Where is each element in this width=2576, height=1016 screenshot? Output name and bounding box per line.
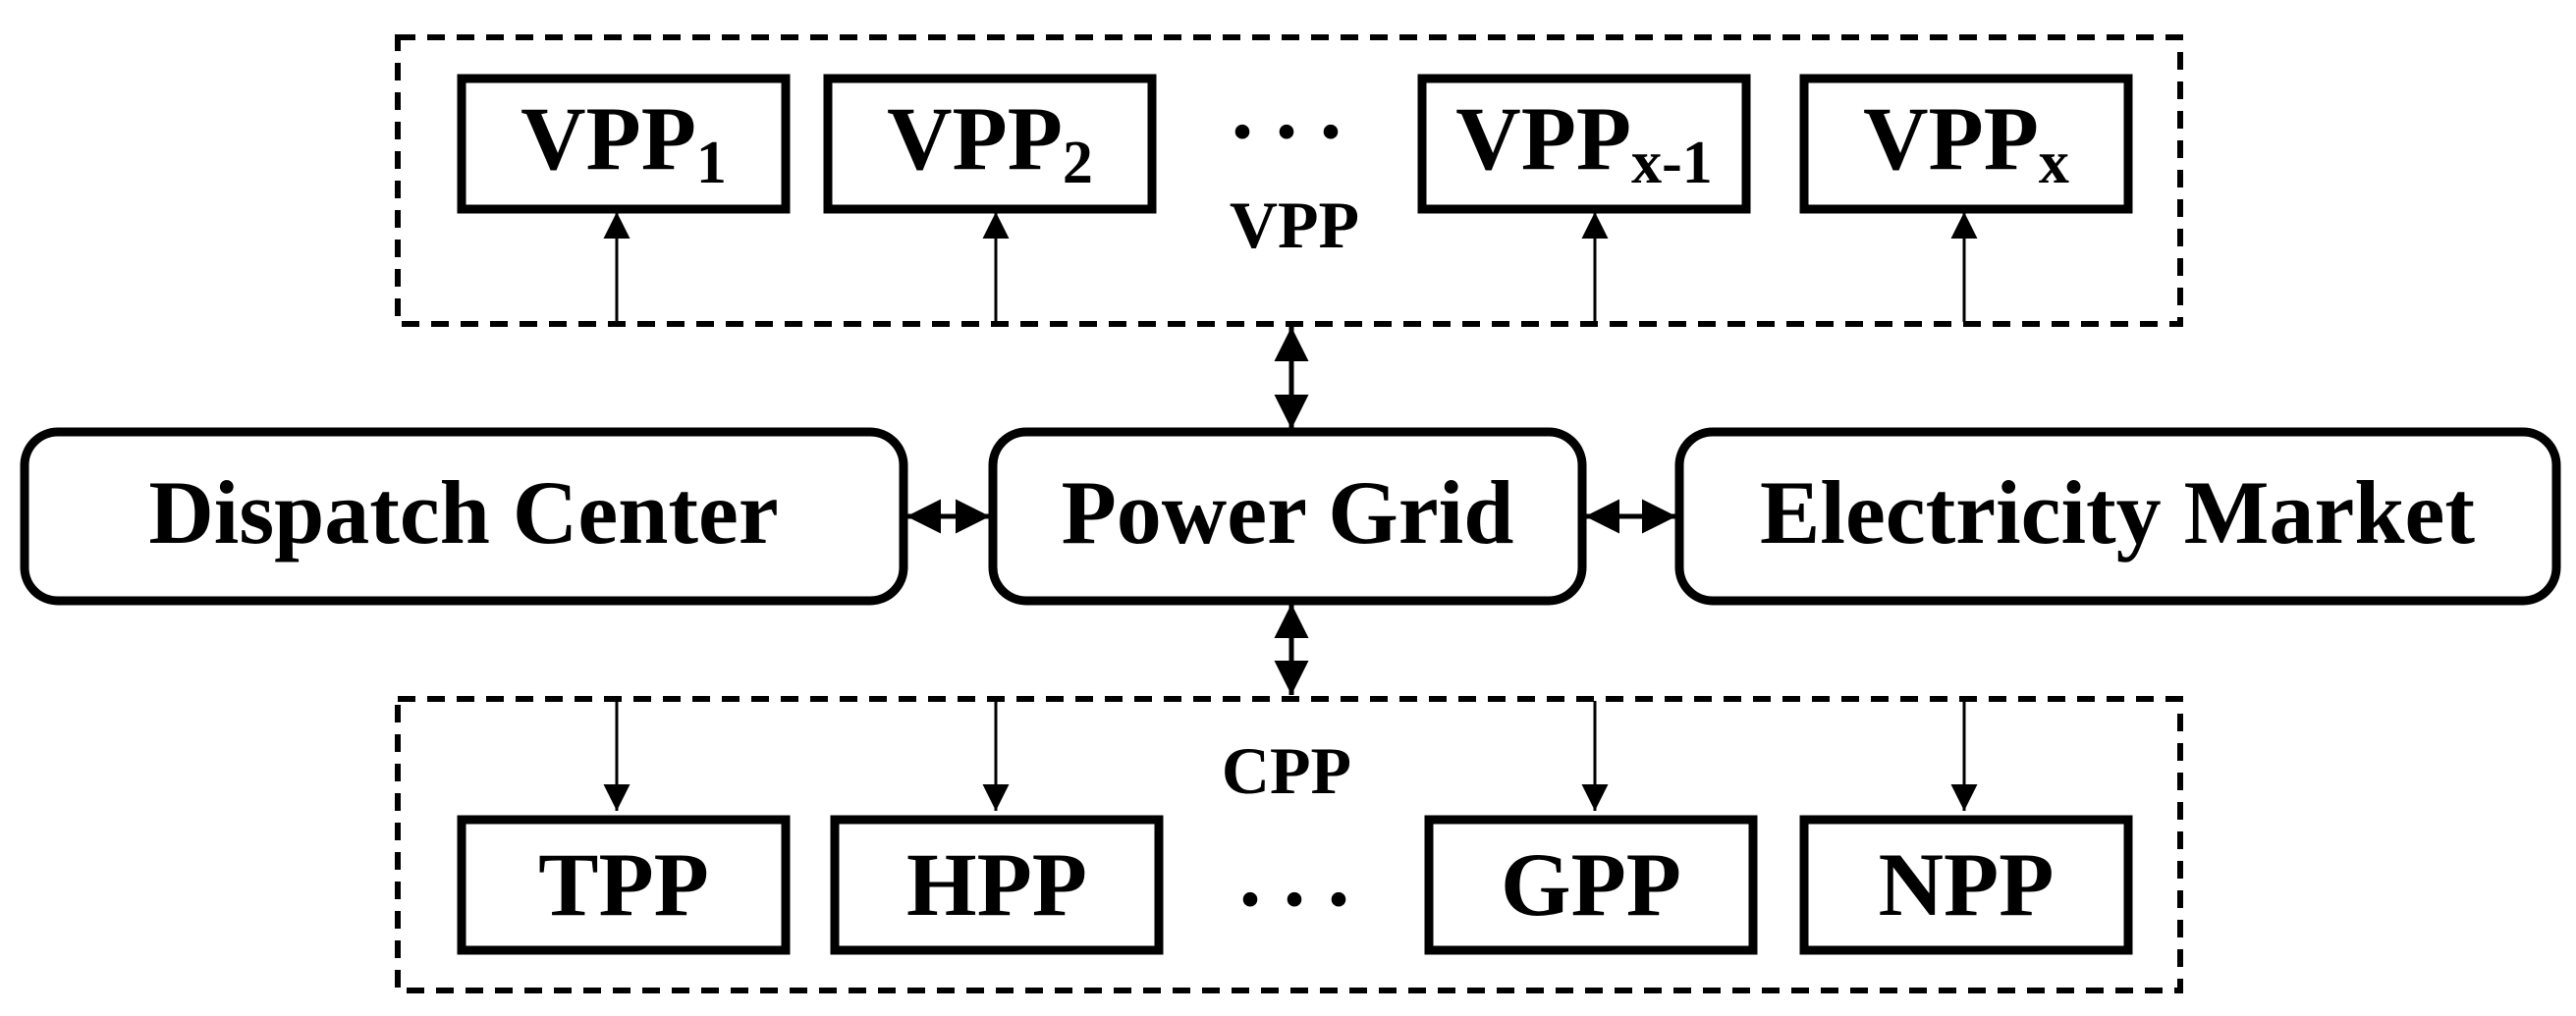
electricity-market-box — [1674, 427, 2561, 606]
hpp-box — [830, 815, 1164, 955]
dispatch-center-box — [20, 427, 908, 606]
vpp-box-1 — [457, 74, 791, 214]
vpp-box-x — [1799, 74, 2133, 214]
power-grid-label: Power Grid — [1062, 462, 1514, 562]
tpp-box — [457, 815, 791, 955]
vpp-box-x-1-label: VPPx-1 — [1455, 88, 1713, 196]
npp-box — [1799, 815, 2133, 955]
electricity-market-label: Electricity Market — [1760, 462, 2475, 562]
vpp-ellipsis: . . . — [1232, 60, 1343, 157]
cpp-ellipsis: . . . — [1239, 828, 1350, 925]
gpp-box — [1424, 815, 1758, 955]
power-grid-box — [988, 427, 1587, 606]
vpp-box-2 — [823, 74, 1157, 214]
gpp-label: GPP — [1501, 834, 1681, 935]
cpp-group-frame — [395, 696, 2183, 993]
hpp-label: HPP — [906, 834, 1087, 935]
vpp-group-label: VPP — [1230, 187, 1359, 262]
npp-label: NPP — [1879, 834, 2055, 935]
vpp-box-x-1 — [1417, 74, 1751, 214]
vpp-box-x-label: VPPx — [1863, 88, 2069, 196]
tpp-label: TPP — [538, 834, 709, 935]
dispatch-center-label: Dispatch Center — [148, 462, 778, 562]
cpp-group-label: CPP — [1222, 733, 1351, 808]
vpp-box-1-label: VPP1 — [521, 88, 727, 196]
vpp-box-2-label: VPP2 — [887, 88, 1093, 196]
vpp-group-frame — [395, 34, 2183, 327]
